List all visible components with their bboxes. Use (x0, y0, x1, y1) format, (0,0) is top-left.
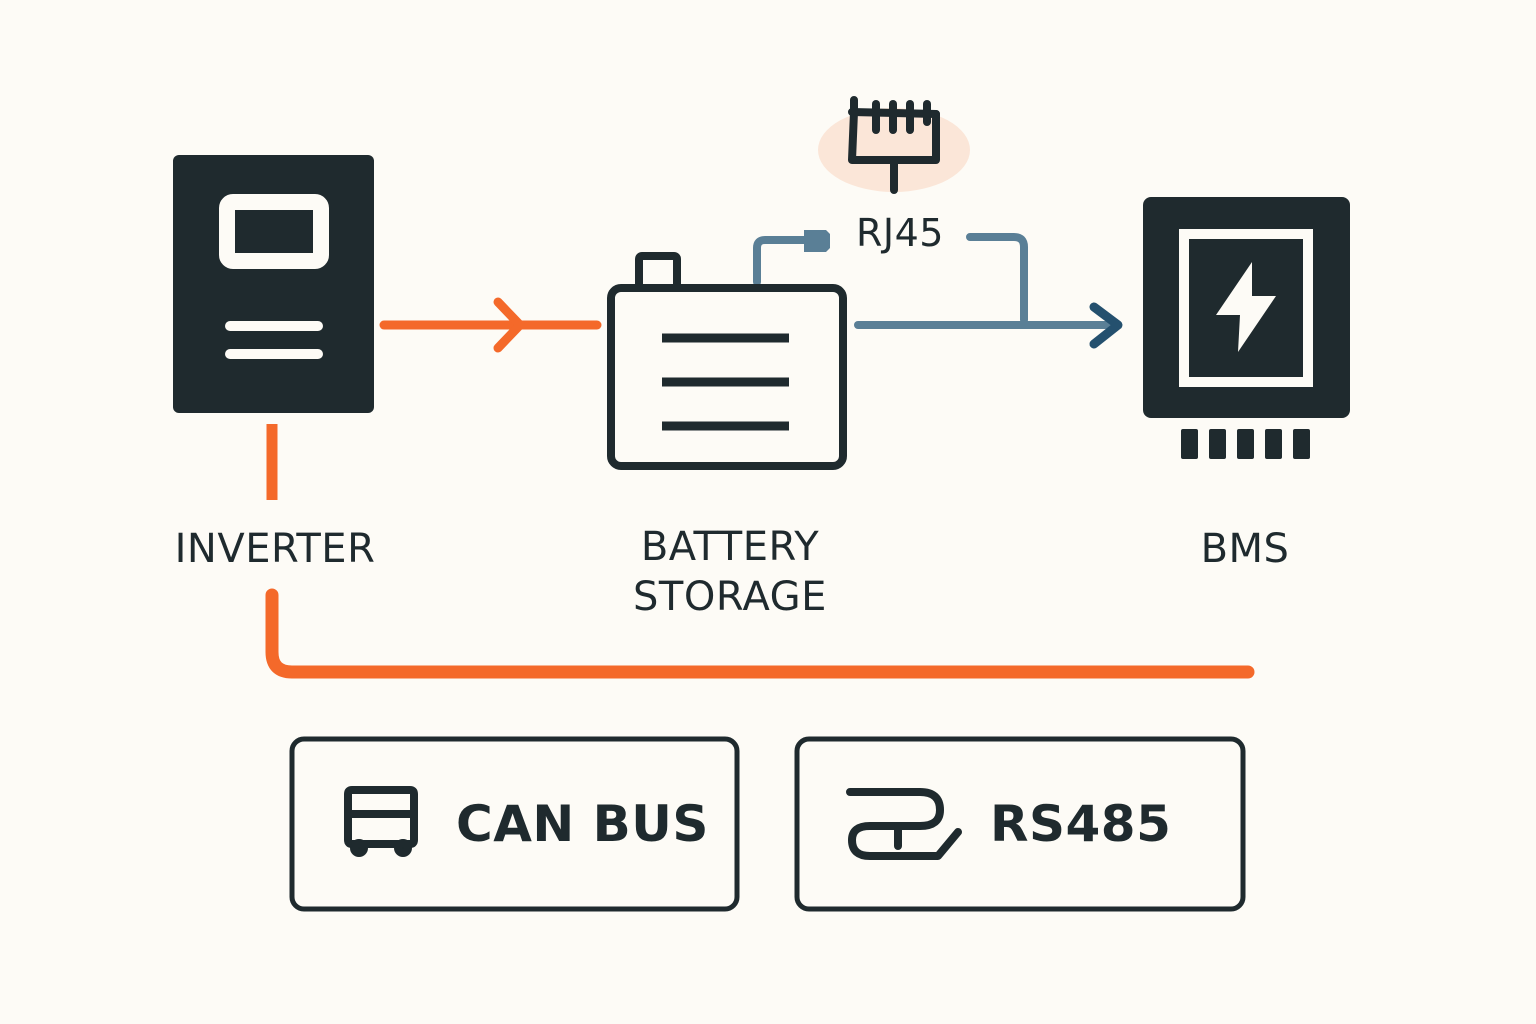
bms-pin (1237, 429, 1254, 459)
rj45-plug-tip (804, 230, 830, 252)
battery-to-bms-arrowhead (1089, 302, 1123, 349)
cable-icon (846, 788, 962, 860)
battery-label-line-2: STORAGE (633, 574, 827, 620)
battery-storage-label: BATTERY STORAGE (600, 522, 860, 622)
bus-icon (344, 786, 418, 857)
canbus-box (289, 736, 740, 912)
data-lines (753, 230, 1123, 349)
bms-label: BMS (1200, 526, 1290, 572)
canbus-label: CAN BUS (456, 795, 709, 853)
bms-pin (1293, 429, 1310, 459)
battery-terminal (635, 252, 681, 292)
battery-body (607, 284, 847, 470)
bms-pin (1265, 429, 1282, 459)
bms-pin (1209, 429, 1226, 459)
inverter-display (219, 194, 329, 269)
rs485-label: RS485 (990, 795, 1172, 853)
inverter-label: INVERTER (174, 526, 376, 572)
bms-pin (1181, 429, 1198, 459)
inverter-to-battery-arrowhead (493, 297, 525, 353)
battery-to-rj45-line (753, 236, 810, 286)
power-lines (265, 297, 1255, 679)
inverter-icon (173, 155, 374, 413)
bms-icon (1143, 197, 1350, 459)
rj45-connector-icon (818, 96, 970, 194)
rj45-label: RJ45 (856, 211, 944, 255)
inverter-to-bms-return-line (265, 588, 1255, 679)
battery-icon (607, 252, 847, 470)
rj45-to-bms-line (966, 233, 1028, 324)
battery-label-line-1: BATTERY (640, 524, 820, 570)
lightning-bolt-icon (1216, 262, 1276, 352)
rs485-box (794, 736, 1246, 912)
